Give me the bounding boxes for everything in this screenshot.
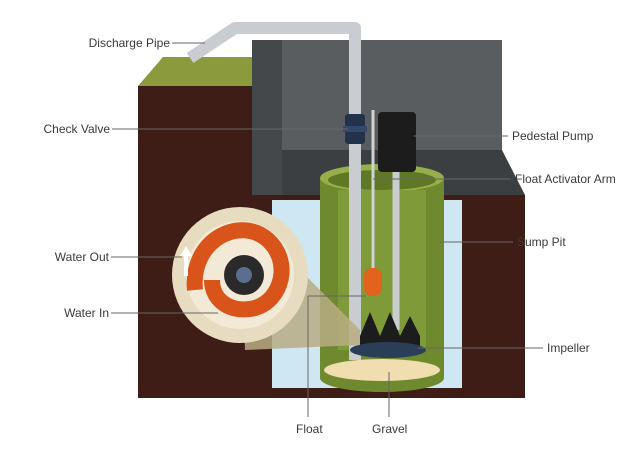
label-sump-pit: Sump Pit [517,235,566,249]
check-valve-band [343,126,367,132]
discharge-pipe [186,22,361,360]
float [364,268,382,296]
label-impeller: Impeller [547,341,590,355]
label-pedestal-pump: Pedestal Pump [512,129,594,143]
label-water-out: Water Out [54,250,109,264]
impeller [360,312,420,350]
pump-base [350,342,426,358]
impeller-core [236,267,252,283]
label-water-in: Water In [64,306,109,320]
sump-pit-inner-rim [328,170,436,190]
label-check-valve: Check Valve [43,122,110,136]
wall-side [252,40,282,195]
soil-right [500,195,525,398]
water-out-arrow-stem [184,256,188,276]
label-gravel: Gravel [372,422,408,436]
wall-back [252,40,502,150]
label-discharge-pipe: Discharge Pipe [88,36,170,50]
water-flow-swirl [186,222,290,318]
pedestal-pump [378,112,416,172]
label-float: Float [296,422,323,436]
gravel-bed [324,359,440,381]
water-out-arrow-icon [180,246,192,256]
label-float-activator-arm: Float Activator Arm [515,172,616,186]
